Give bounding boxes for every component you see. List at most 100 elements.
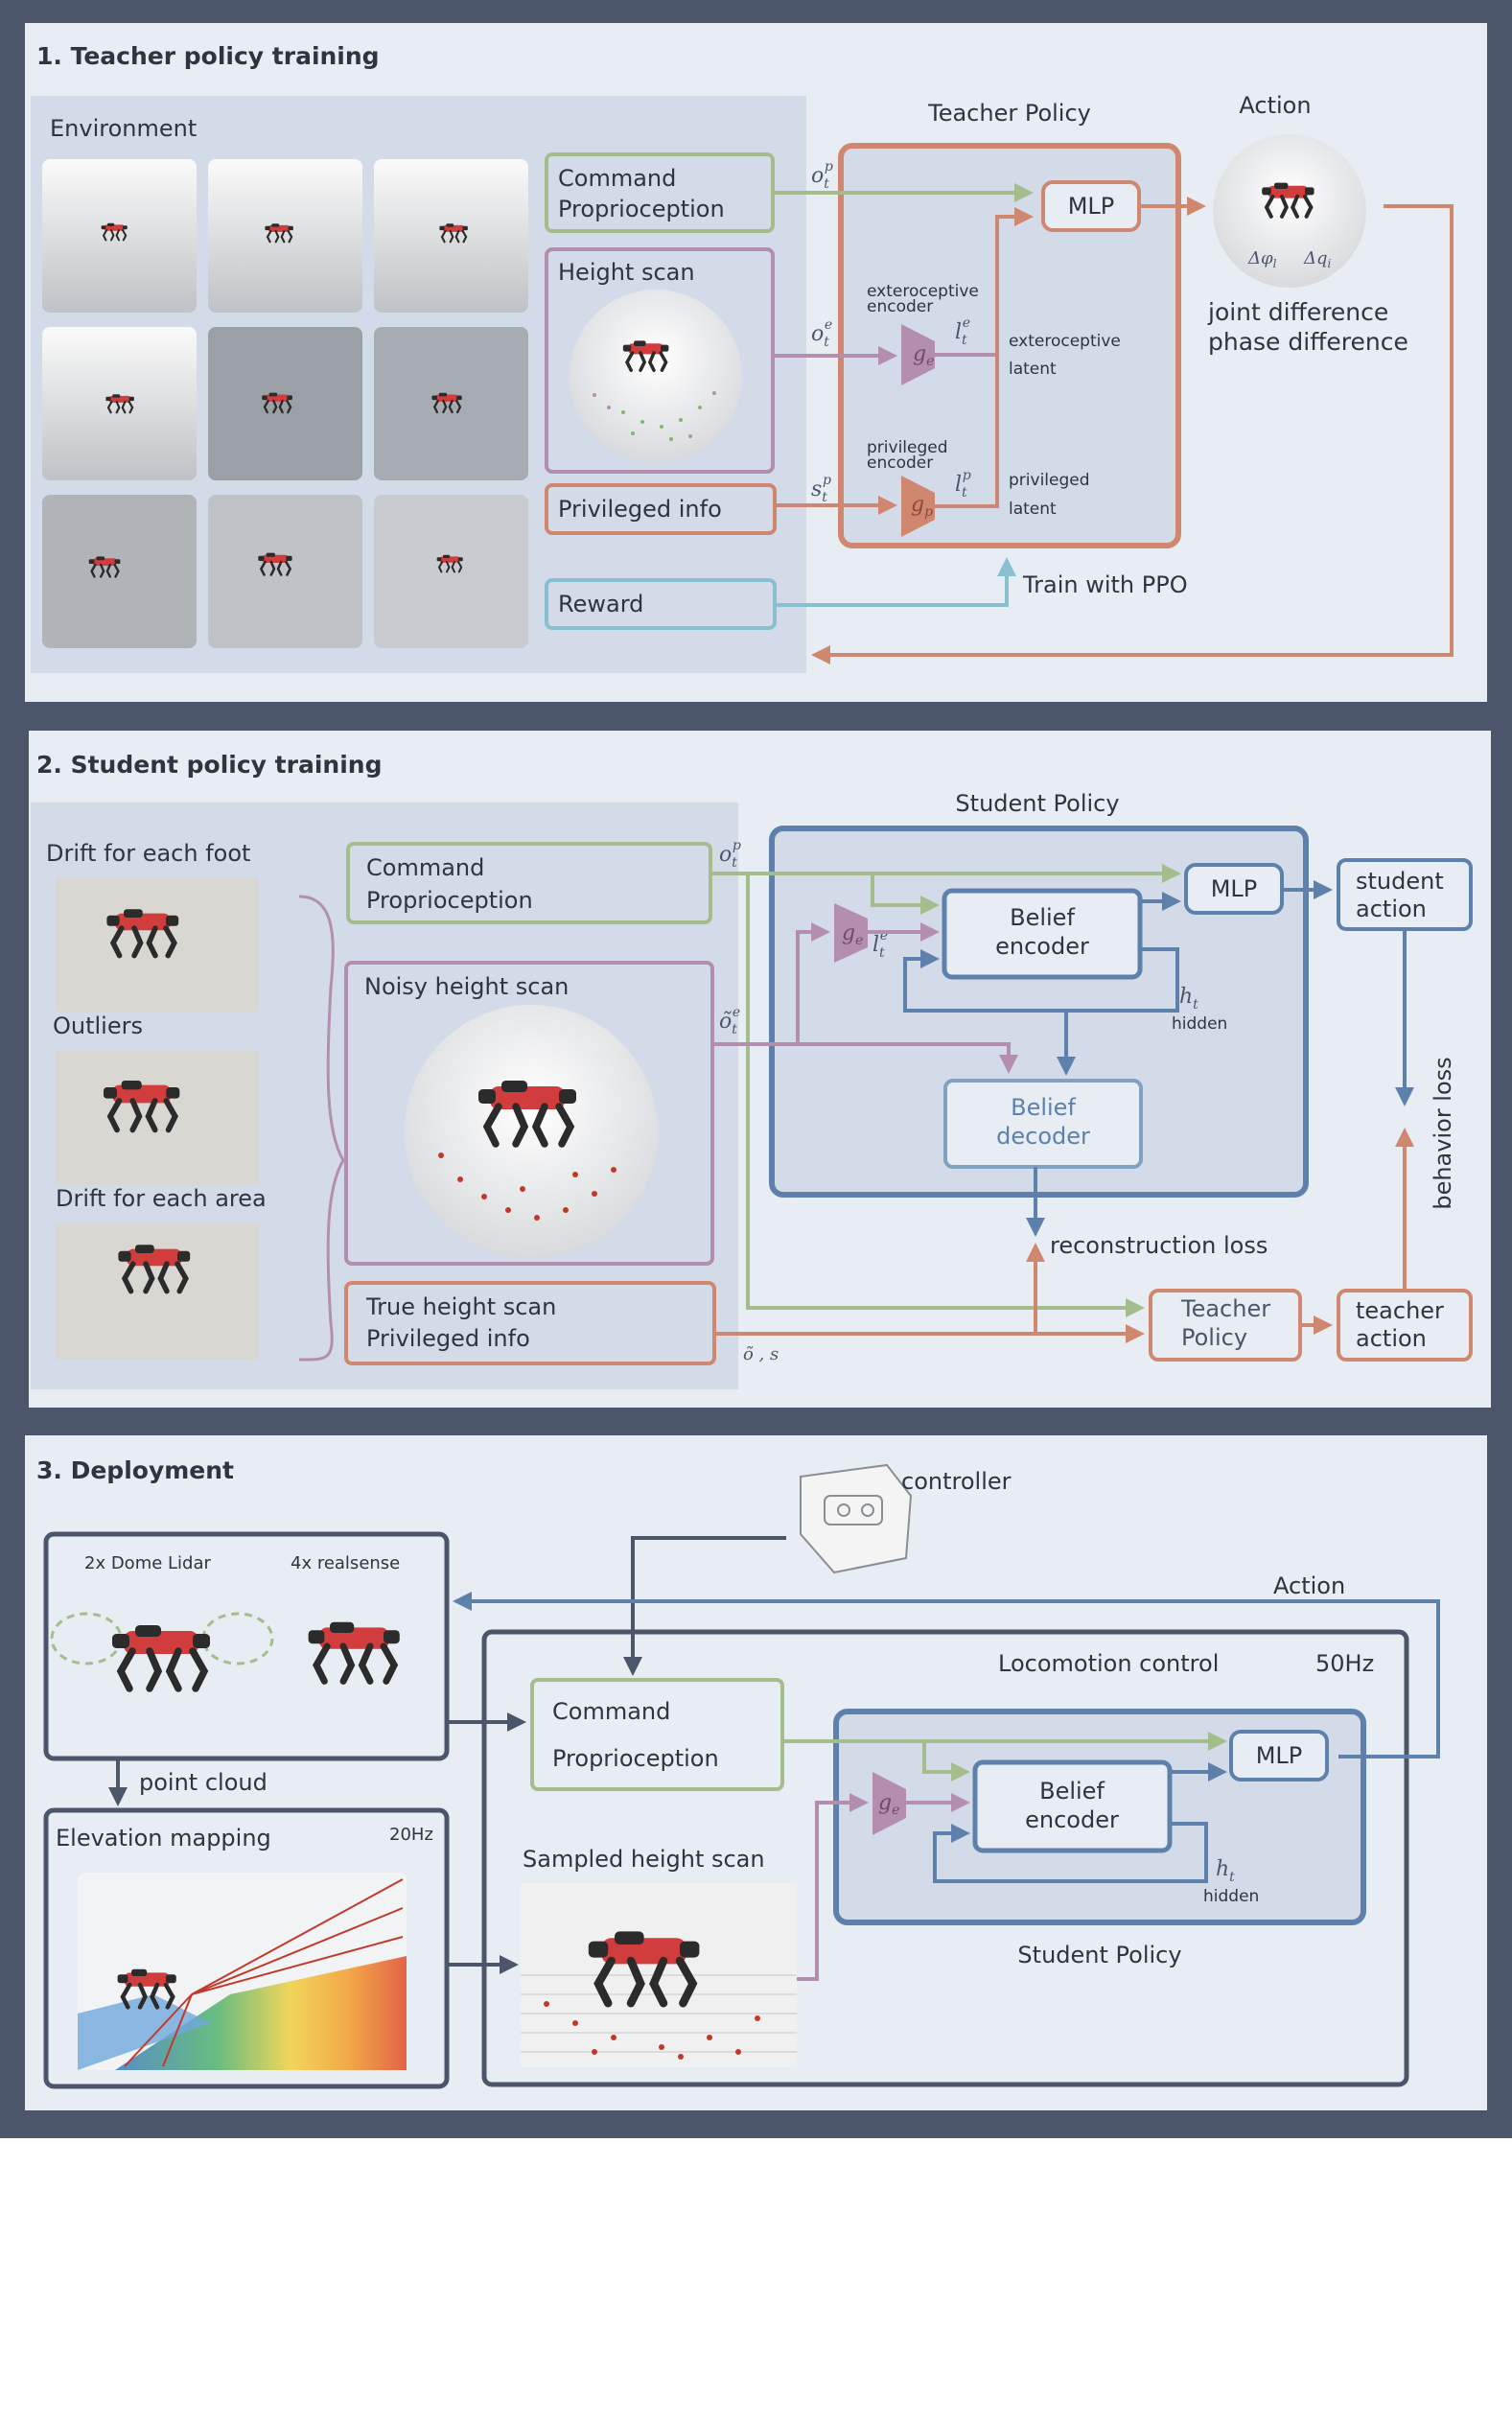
deploy-belief-label-1: Belief [1039, 1778, 1105, 1805]
latent-priv-symbol: ltp [955, 468, 971, 501]
elevation-label: Elevation mapping [56, 1825, 271, 1851]
section-student-training: 2. Student policy training Drift for eac… [29, 731, 1491, 1408]
section-teacher-training: 1. Teacher policy training Environment C… [25, 23, 1487, 702]
svg-text:Δqi: Δqi [1303, 248, 1332, 270]
priv-encoder-symbol: gp [911, 493, 933, 520]
belief-encoder-label-1: Belief [1010, 904, 1075, 931]
svg-text:Δφl: Δφl [1247, 248, 1277, 270]
behavior-loss-label: behavior loss [1430, 1057, 1456, 1209]
student-proprio-label: Proprioception [366, 887, 533, 914]
controller-label: controller [901, 1468, 1012, 1495]
terrain-tile-1 [42, 159, 197, 313]
elevation-map-image [78, 1873, 407, 2070]
s2-obs-noisy-symbol: õte [719, 1005, 740, 1037]
terrain-tile-6 [374, 327, 528, 480]
extero-encoder-label-2: encoder [867, 297, 933, 316]
sampled-scan-label: Sampled height scan [523, 1846, 765, 1873]
section3-title: 3. Deployment [36, 1456, 234, 1484]
realsense-label: 4x realsense [291, 1553, 400, 1573]
section3-arrows [108, 1536, 1440, 1981]
privileged-info-box [545, 483, 777, 535]
reconstruction-loss-label: reconstruction loss [1050, 1232, 1268, 1259]
noisy-scan-box [344, 961, 714, 1266]
student-hidden-label: hidden [1172, 1014, 1227, 1034]
latent-extero-symbol: lte [955, 315, 970, 348]
controller-image [800, 1463, 913, 1574]
belief-decoder-label-1: Belief [1011, 1094, 1076, 1121]
extero-latent-label-1: exteroceptive [1009, 332, 1121, 351]
locomotion-label: Locomotion control [998, 1650, 1219, 1677]
terrain-grid [42, 159, 528, 648]
extero-encoder-label-1: exteroceptive [867, 282, 979, 301]
teacher-mlp-label: MLP [1068, 193, 1115, 220]
priv-encoder-label-1: privileged [867, 438, 948, 457]
deploy-mlp-box [1229, 1730, 1329, 1782]
teacher-policy-title: Teacher Policy [927, 100, 1091, 127]
terrain-tile-2 [208, 159, 362, 313]
deploy-ge-symbol: ge [878, 1791, 899, 1818]
point-cloud-label: point cloud [139, 1769, 268, 1796]
extero-encoder-trapezoid [901, 324, 935, 385]
deploy-proprio-label: Proprioception [552, 1745, 719, 1772]
s2-obs-true-symbol: õ , s [743, 1344, 779, 1364]
outliers-label: Outliers [53, 1013, 143, 1039]
lidar-robot-image [50, 1612, 274, 1688]
deploy-command-box [530, 1678, 784, 1791]
state-priv-symbol: stp [811, 473, 831, 505]
drift-area-image [56, 1223, 259, 1360]
student-action-label-2: action [1356, 896, 1427, 922]
outliers-image [56, 1050, 259, 1184]
height-scan-disc [570, 290, 742, 462]
belief-encoder-box [942, 888, 1143, 980]
environment-label: Environment [50, 115, 197, 142]
extero-encoder-symbol: ge [913, 342, 934, 369]
train-ppo-label: Train with PPO [1022, 571, 1188, 598]
true-scan-box [344, 1281, 716, 1365]
deploy-belief-box [972, 1759, 1173, 1853]
deploy-ge-trapezoid [872, 1772, 906, 1835]
locomotion-hz-label: 50Hz [1315, 1650, 1374, 1677]
command-box [545, 152, 775, 233]
deploy-command-label: Command [552, 1698, 670, 1725]
terrain-tile-8 [208, 495, 362, 648]
true-priv-label: Privileged info [366, 1325, 530, 1352]
deploy-hidden-label: hidden [1203, 1887, 1259, 1906]
dome-lidar-label: 2x Dome Lidar [84, 1553, 212, 1573]
action-label-s3: Action [1273, 1572, 1345, 1599]
noisy-scan-disc [405, 1005, 658, 1258]
terrain-tile-9 [374, 495, 528, 648]
drift-foot-label: Drift for each foot [46, 840, 250, 867]
section1-arrows [775, 183, 1454, 664]
action-desc-joint: joint difference [1207, 298, 1388, 326]
teacher-policy-small-label-2: Policy [1181, 1324, 1247, 1351]
priv-latent-label-1: privileged [1009, 471, 1090, 490]
noisy-scan-label: Noisy height scan [364, 973, 569, 1000]
reward-label: Reward [558, 591, 643, 617]
student-latent-symbol: l̃te [872, 928, 888, 961]
belief-decoder-box [943, 1079, 1143, 1169]
section2-arrows [710, 864, 1414, 1343]
section2-title: 2. Student policy training [36, 751, 382, 779]
priv-latent-label-2: latent [1009, 500, 1057, 519]
student-command-label: Command [366, 854, 484, 881]
action-desc-phase: phase difference [1208, 328, 1408, 356]
student-ge-symbol: ge [842, 921, 863, 948]
drift-foot-image [56, 877, 259, 1012]
extero-latent-label-2: latent [1009, 360, 1057, 379]
teacher-action-label-2: action [1356, 1325, 1427, 1352]
teacher-policy-box [838, 143, 1181, 548]
student-command-box [346, 842, 712, 924]
student-policy-title: Student Policy [955, 790, 1119, 817]
deploy-student-label: Student Policy [1017, 1942, 1181, 1968]
noise-brace [298, 895, 345, 1362]
section1-title: 1. Teacher policy training [36, 42, 380, 70]
action-title: Action [1239, 92, 1311, 119]
terrain-tile-5 [208, 327, 362, 480]
terrain-tile-7 [42, 495, 197, 648]
elevation-hz-label: 20Hz [389, 1825, 433, 1845]
deploy-hidden-h: ht [1216, 1857, 1235, 1885]
teacher-policy-small-label-1: Teacher [1180, 1295, 1270, 1322]
teacher-action-label-1: teacher [1356, 1297, 1444, 1324]
sampled-scan-image [521, 1883, 797, 2067]
